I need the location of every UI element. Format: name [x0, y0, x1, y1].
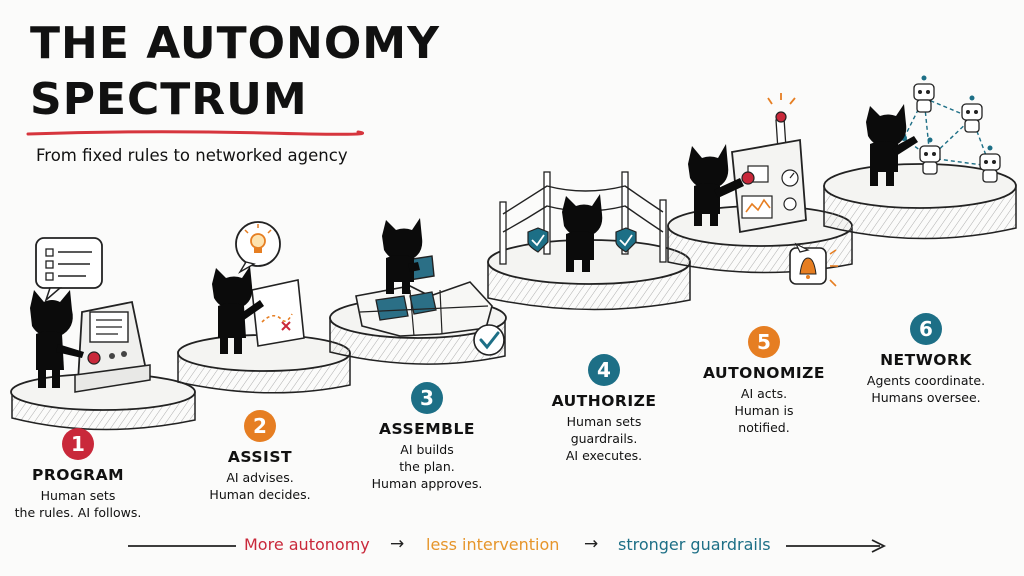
step-2-badge: 2 — [244, 410, 276, 442]
step-2: 2 ASSIST AI advises. Human decides. — [190, 410, 330, 504]
step-5-title: AUTONOMIZE — [702, 364, 826, 382]
step-2-title: ASSIST — [227, 448, 293, 466]
title-line-2: SPECTRUM — [30, 74, 308, 125]
step-3-badge: 3 — [411, 382, 443, 414]
footer-less-intervention: less intervention — [426, 535, 560, 554]
character-3 — [382, 218, 423, 294]
title-underline — [26, 130, 364, 136]
step-1-desc: Human sets the rules. AI follows. — [14, 488, 142, 520]
footer-progression: More autonomy → less intervention → stro… — [0, 531, 1024, 561]
character-1 — [30, 290, 84, 388]
step-3-desc: AI builds the plan. Human approves. — [371, 442, 483, 491]
puzzle-icon — [355, 255, 505, 356]
step-3: 3 ASSEMBLE AI builds the plan. Human app… — [362, 382, 492, 493]
machine-bell-icon — [731, 93, 838, 287]
character-4 — [562, 194, 603, 272]
footer-arrow-2: → — [584, 534, 599, 554]
step-1-title: PROGRAM — [31, 466, 125, 484]
step-4-badge: 4 — [588, 354, 620, 386]
step-4-desc: Human sets guardrails. AI executes. — [565, 414, 643, 463]
robot-network-icon — [901, 75, 1001, 183]
map-lightbulb-icon — [235, 221, 305, 347]
character-2 — [212, 266, 264, 354]
character-5 — [688, 144, 744, 226]
step-4-title: AUTHORIZE — [551, 392, 657, 410]
title-line-1: THE AUTONOMY — [30, 18, 440, 69]
subtitle: From fixed rules to networked agency — [36, 146, 348, 165]
step-5-badge: 5 — [748, 326, 780, 358]
step-5-desc: AI acts. Human is notified. — [734, 386, 794, 435]
footer-more-autonomy: More autonomy — [244, 535, 370, 554]
step-4: 4 AUTHORIZE Human sets guardrails. AI ex… — [540, 354, 668, 465]
step-2-desc: AI advises. Human decides. — [209, 470, 311, 502]
control-panel-icon — [35, 237, 151, 393]
step-6-desc: Agents coordinate. Humans oversee. — [866, 373, 986, 405]
step-6-badge: 6 — [910, 313, 942, 345]
step-1-badge: 1 — [62, 428, 94, 460]
footer-arrow-1: → — [390, 534, 405, 554]
step-1: 1 PROGRAM Human sets the rules. AI follo… — [8, 428, 148, 522]
step-6: 6 NETWORK Agents coordinate. Humans over… — [862, 313, 990, 407]
guardrail-shield-icon — [499, 171, 667, 265]
footer-stronger-guardrails: stronger guardrails — [618, 535, 771, 554]
footer-lines — [128, 539, 887, 553]
step-6-title: NETWORK — [880, 351, 972, 369]
step-5: 5 AUTONOMIZE AI acts. Human is notified. — [700, 326, 828, 437]
character-6 — [866, 104, 918, 186]
step-3-title: ASSEMBLE — [379, 420, 475, 438]
